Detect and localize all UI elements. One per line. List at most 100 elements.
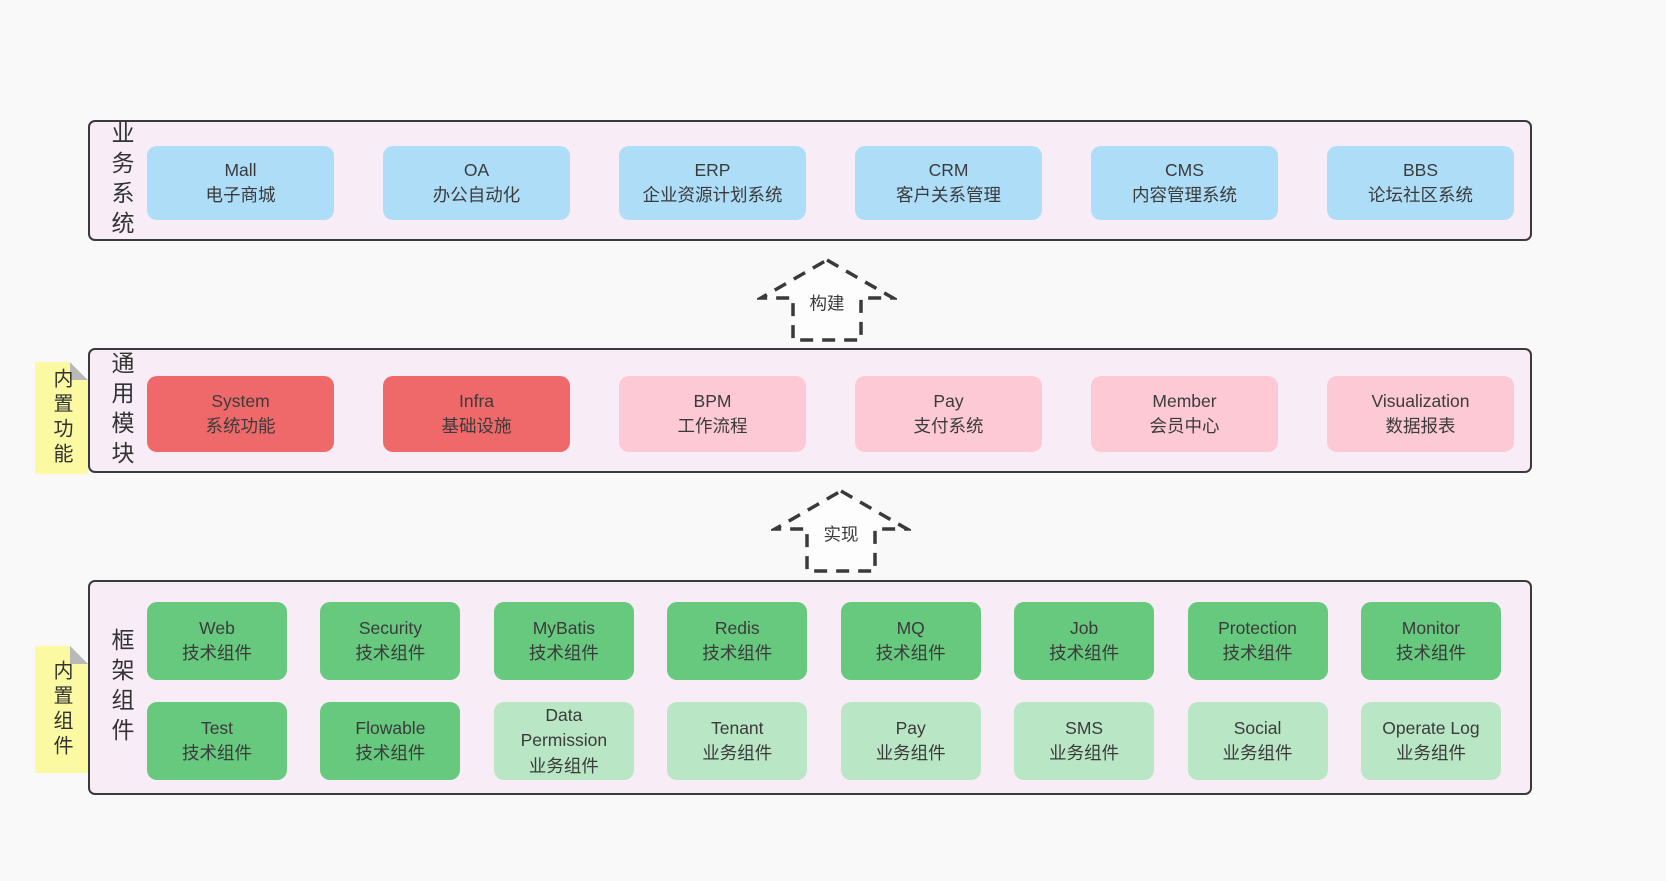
- box-redis: Redis 技术组件: [667, 602, 808, 680]
- box-subtitle: 工作流程: [677, 416, 748, 436]
- box-subtitle: 技术组件: [702, 643, 773, 663]
- box-title: Pay: [933, 390, 964, 411]
- band-common-modules: 通用模块 System 系统功能 Infra 基础设施 BPM 工作流程 Pay…: [88, 348, 1532, 473]
- box-title: Mall: [224, 159, 257, 180]
- box-oa: OA 办公自动化: [383, 146, 570, 220]
- box-subtitle: 技术组件: [1222, 643, 1293, 663]
- box-title: Tenant: [710, 717, 764, 738]
- box-sms: SMS 业务组件: [1014, 702, 1155, 780]
- box-cms: CMS 内容管理系统: [1091, 146, 1278, 220]
- box-subtitle: 系统功能: [205, 416, 276, 436]
- box-subtitle: 数据报表: [1385, 416, 1456, 436]
- box-subtitle: 业务组件: [1049, 743, 1120, 763]
- folded-corner-icon: [70, 362, 88, 380]
- box-title: Security: [358, 617, 423, 638]
- box-title: ERP: [694, 159, 731, 180]
- box-web: Web 技术组件: [147, 602, 287, 680]
- box-title: Pay: [895, 717, 926, 738]
- box-title: Social: [1233, 717, 1282, 738]
- box-title: Job: [1070, 617, 1099, 638]
- box-title: Protection: [1218, 617, 1297, 638]
- band-business-systems: 业务系统 Mall 电子商城 OA 办公自动化 ERP 企业资源计划系统 CRM…: [88, 120, 1532, 241]
- box-monitor: Monitor 技术组件: [1360, 602, 1501, 680]
- box-subtitle: 客户关系管理: [896, 185, 1001, 205]
- box-data-permission: Data Permission 业务组件: [493, 702, 634, 780]
- box-pay-biz: Pay 业务组件: [840, 702, 981, 780]
- box-system: System 系统功能: [147, 376, 334, 452]
- box-security: Security 技术组件: [320, 602, 461, 680]
- box-subtitle: 支付系统: [913, 416, 984, 436]
- arrow-implement: 实现: [771, 487, 911, 575]
- box-erp: ERP 企业资源计划系统: [619, 146, 806, 220]
- box-bbs: BBS 论坛社区系统: [1327, 146, 1514, 220]
- box-subtitle: 技术组件: [1395, 643, 1466, 663]
- box-subtitle: 技术组件: [1049, 643, 1120, 663]
- box-subtitle: 企业资源计划系统: [642, 185, 783, 205]
- sticky-note-text: 内置组件: [50, 659, 72, 760]
- box-title: Data Permission: [520, 704, 608, 751]
- band-framework-components: 框架组件 Web 技术组件 Security 技术组件 MyBatis 技术组件…: [88, 580, 1532, 795]
- box-member: Member 会员中心: [1091, 376, 1278, 452]
- box-title: Test: [200, 717, 234, 738]
- box-title: BPM: [693, 390, 732, 411]
- box-tenant: Tenant 业务组件: [667, 702, 808, 780]
- arrow-build: 构建: [757, 256, 897, 344]
- band-label-common-modules: 通用模块: [108, 350, 134, 471]
- box-subtitle: 业务组件: [702, 743, 773, 763]
- common-modules-row: System 系统功能 Infra 基础设施 BPM 工作流程 Pay 支付系统…: [147, 376, 1514, 452]
- box-title: BBS: [1402, 159, 1439, 180]
- box-subtitle: 技术组件: [528, 643, 599, 663]
- box-mall: Mall 电子商城: [147, 146, 334, 220]
- box-subtitle: 技术组件: [182, 643, 252, 663]
- box-subtitle: 论坛社区系统: [1368, 185, 1473, 205]
- box-subtitle: 电子商城: [205, 185, 276, 205]
- box-title: CMS: [1165, 159, 1204, 180]
- sticky-note-text: 内置功能: [50, 368, 72, 468]
- box-title: Member: [1152, 390, 1217, 411]
- box-title: CRM: [928, 159, 969, 180]
- box-title: Monitor: [1401, 617, 1461, 638]
- arrow-label: 构建: [806, 290, 848, 316]
- box-subtitle: 技术组件: [875, 643, 946, 663]
- box-title: Operate Log: [1382, 717, 1480, 738]
- box-title: OA: [463, 159, 490, 180]
- box-flowable: Flowable 技术组件: [320, 702, 461, 780]
- box-mq: MQ 技术组件: [840, 602, 981, 680]
- box-title: Redis: [714, 617, 760, 638]
- box-title: System: [211, 390, 270, 411]
- box-title: MQ: [896, 617, 925, 638]
- box-protection: Protection 技术组件: [1187, 602, 1328, 680]
- box-test: Test 技术组件: [147, 702, 287, 780]
- business-systems-row: Mall 电子商城 OA 办公自动化 ERP 企业资源计划系统 CRM 客户关系…: [147, 146, 1514, 220]
- box-title: Flowable: [355, 717, 426, 738]
- folded-corner-icon: [70, 646, 88, 664]
- band-label-business-systems: 业务系统: [108, 120, 134, 241]
- box-title: Web: [199, 617, 235, 638]
- band-label-framework-components: 框架组件: [108, 627, 134, 748]
- box-infra: Infra 基础设施: [383, 376, 570, 452]
- box-title: Visualization: [1371, 390, 1470, 411]
- box-subtitle: 技术组件: [182, 743, 252, 763]
- box-subtitle: 业务组件: [1395, 743, 1466, 763]
- box-subtitle: 基础设施: [441, 416, 512, 436]
- framework-components-row-2: Test 技术组件 Flowable 技术组件 Data Permission …: [147, 702, 1501, 780]
- box-title: SMS: [1065, 717, 1104, 738]
- box-subtitle: 业务组件: [1222, 743, 1293, 763]
- box-job: Job 技术组件: [1014, 602, 1155, 680]
- sticky-note-builtin-features: 内置功能: [35, 362, 88, 474]
- box-subtitle: 内容管理系统: [1132, 185, 1237, 205]
- box-bpm: BPM 工作流程: [619, 376, 806, 452]
- box-subtitle: 技术组件: [355, 743, 426, 763]
- box-operate-log: Operate Log 业务组件: [1360, 702, 1501, 780]
- box-title: MyBatis: [532, 617, 595, 638]
- box-subtitle: 业务组件: [875, 743, 946, 763]
- box-subtitle: 办公自动化: [432, 185, 521, 205]
- box-visualization: Visualization 数据报表: [1327, 376, 1514, 452]
- box-crm: CRM 客户关系管理: [855, 146, 1042, 220]
- box-subtitle: 业务组件: [528, 755, 599, 776]
- box-title: Infra: [458, 390, 495, 411]
- arrow-label: 实现: [820, 521, 862, 547]
- box-pay: Pay 支付系统: [855, 376, 1042, 452]
- box-subtitle: 会员中心: [1149, 416, 1220, 436]
